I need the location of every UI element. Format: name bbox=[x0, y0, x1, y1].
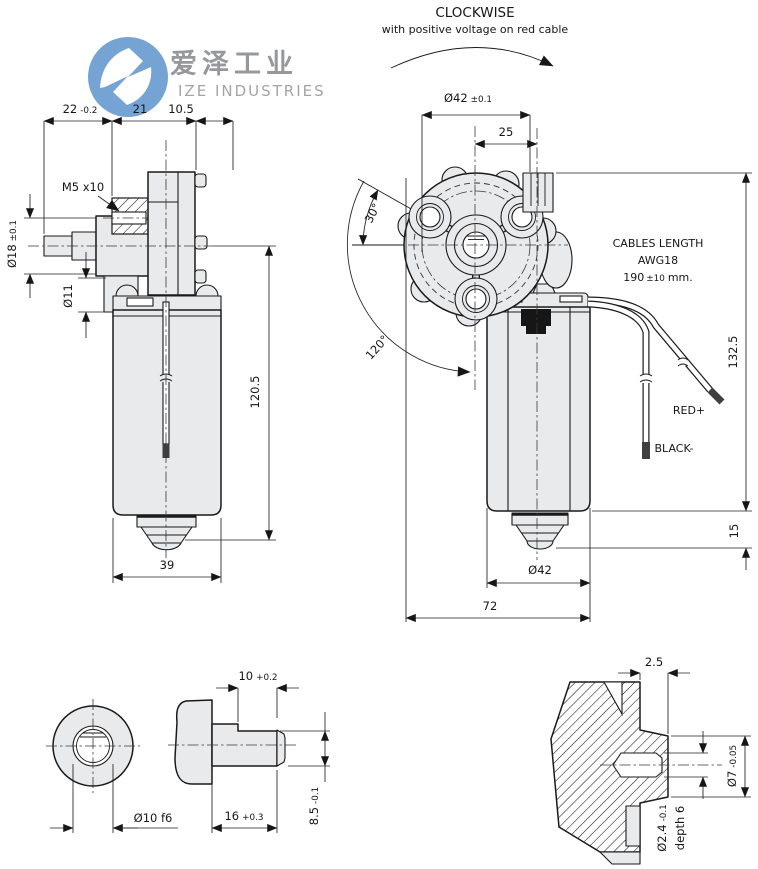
screw-head bbox=[194, 235, 208, 250]
dim-132-5: 132.5 bbox=[726, 336, 740, 369]
label-black-wire: BLACK- bbox=[655, 442, 694, 455]
boss-detail-view: 2.5 Ø7-0.05 Ø2.4-0.1 depth 6 bbox=[550, 655, 751, 865]
lower-notch bbox=[625, 805, 641, 847]
power-cables bbox=[587, 296, 725, 459]
logo-bolt-icon bbox=[100, 48, 152, 105]
brand-english: IZE INDUSTRIES bbox=[178, 82, 326, 100]
groove-notch bbox=[603, 681, 623, 717]
nose-tip bbox=[526, 540, 554, 550]
screw-head bbox=[194, 269, 207, 284]
dim-25: 25 bbox=[499, 125, 514, 139]
dim-d42-bottom: Ø42 bbox=[528, 563, 552, 577]
plate-window bbox=[559, 295, 583, 303]
brush-connector-tab bbox=[526, 326, 546, 334]
tube-tip bbox=[162, 444, 170, 458]
dim-22: 22-0.2 bbox=[63, 102, 98, 116]
dim-8-5: 8.5-0.1 bbox=[307, 787, 321, 825]
cables-note-line2: AWG18 bbox=[638, 254, 678, 267]
side-view bbox=[28, 140, 222, 558]
side-view-dimensions: 22-0.2 21 10.5 M5 x10 Ø18±0.1 Ø11 120.5 … bbox=[5, 102, 276, 583]
label-red-wire: RED+ bbox=[673, 404, 705, 417]
dim-d2-4: Ø2.4-0.1 bbox=[655, 804, 669, 852]
brand-logo: 爱泽工业 IZE INDUSTRIES bbox=[88, 37, 326, 117]
dim-15: 15 bbox=[727, 524, 741, 539]
mounting-boss bbox=[408, 195, 452, 239]
motor-body-front bbox=[486, 306, 591, 512]
dim-d10f6: Ø10 f6 bbox=[134, 811, 173, 825]
dim-120-5: 120.5 bbox=[248, 376, 262, 409]
gearbox-plate bbox=[147, 171, 196, 296]
nose-tip bbox=[151, 542, 182, 551]
dim-d7: Ø7-0.05 bbox=[725, 745, 739, 787]
dim-2-5: 2.5 bbox=[645, 655, 663, 669]
rear-wall bbox=[599, 851, 641, 865]
dim-depth: depth 6 bbox=[673, 806, 687, 850]
dim-10-5: 10.5 bbox=[168, 102, 194, 116]
brush-connector bbox=[521, 309, 551, 326]
brand-chinese: 爱泽工业 bbox=[170, 49, 298, 80]
dim-d42-top: Ø42±0.1 bbox=[444, 91, 492, 105]
red-wire-tip bbox=[707, 387, 725, 405]
mounting-boss bbox=[454, 277, 498, 321]
dim-10: 10+0.2 bbox=[238, 669, 277, 683]
dim-30deg: 30° bbox=[362, 201, 384, 226]
rotation-subtitle: with positive voltage on red cable bbox=[382, 23, 569, 36]
dim-21: 21 bbox=[133, 102, 148, 116]
shaft-detail-view: Ø10 f6 10+0.2 16+0.3 8.5-0.1 bbox=[46, 669, 330, 833]
shaft-end-cap bbox=[276, 729, 286, 767]
black-wire-tip bbox=[642, 442, 650, 459]
rotation-title: CLOCKWISE bbox=[435, 5, 514, 21]
plate-window bbox=[126, 297, 154, 307]
front-view: CLOCKWISE with positive voltage on red c… bbox=[352, 5, 725, 560]
dim-72: 72 bbox=[483, 599, 498, 613]
housing-stub bbox=[174, 699, 213, 785]
dim-39: 39 bbox=[160, 558, 175, 572]
screw-head bbox=[194, 173, 207, 188]
dim-d18: Ø18±0.1 bbox=[5, 220, 19, 268]
cables-note-line1: CABLES LENGTH bbox=[613, 237, 704, 250]
label-m5: M5 x10 bbox=[62, 180, 104, 194]
dim-16: 16+0.3 bbox=[224, 809, 263, 823]
clockwise-arrow bbox=[390, 47, 554, 69]
dim-d11: Ø11 bbox=[61, 284, 75, 308]
